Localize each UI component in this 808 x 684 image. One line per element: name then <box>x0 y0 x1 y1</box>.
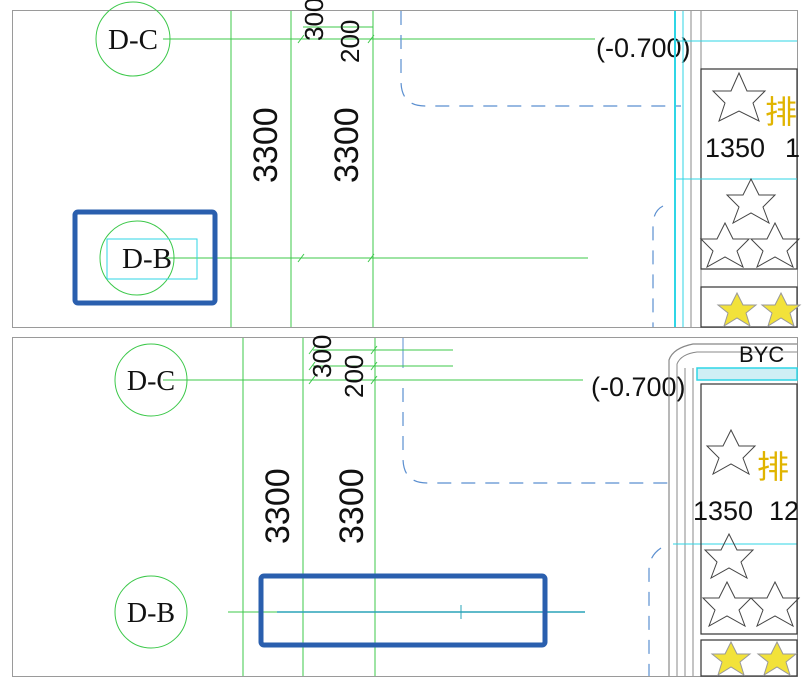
dashed-boundary <box>648 547 662 676</box>
dimension-label: 3300 <box>333 468 371 544</box>
axis-bubble <box>95 1 171 77</box>
axis-bubble <box>114 575 188 649</box>
width-label-partial: 1 <box>785 133 800 163</box>
dimension-label: 200 <box>335 20 365 63</box>
selection-box <box>106 238 198 280</box>
width-label-partial: 12 <box>769 496 799 526</box>
star-pattern <box>760 291 802 328</box>
star-pattern <box>710 640 752 677</box>
highlight-box <box>72 209 218 306</box>
dim-ticks <box>297 34 375 263</box>
corner-code: BYC <box>739 342 784 367</box>
star-pattern <box>699 221 751 269</box>
star-pattern <box>705 428 757 476</box>
axis-label-db: D-B <box>122 243 172 275</box>
star-pattern <box>725 177 777 225</box>
axis-bubble <box>114 343 188 417</box>
drawing-canvas-top[interactable]: D-C D-B 3300 3300 300 200 (-0.700) 1350 … <box>13 0 802 328</box>
star-pattern <box>749 580 801 628</box>
dimension-label: 3300 <box>247 107 285 183</box>
dimension-label: 3300 <box>259 468 297 544</box>
star-pattern <box>756 640 798 677</box>
star-pattern <box>716 291 758 328</box>
width-label: 1350 <box>705 133 765 163</box>
axis-label-dc: D-C <box>127 366 175 397</box>
elevation-label: (-0.700) <box>596 33 691 63</box>
dashed-boundary <box>652 205 664 327</box>
structure-edge <box>676 351 797 676</box>
star-pattern <box>703 532 755 580</box>
drawing-canvas-bottom[interactable]: D-C D-B 3300 3300 300 200 (-0.700) 1350 … <box>13 335 801 677</box>
cjk-label: 排 <box>765 93 797 131</box>
dimension-label: 3300 <box>328 107 366 183</box>
highlight-box <box>258 573 548 648</box>
stair-cap <box>696 367 798 381</box>
structure-edge <box>668 343 797 676</box>
cjk-label: 排 <box>757 448 789 486</box>
star-pattern <box>701 580 753 628</box>
dashed-boundary <box>400 11 681 107</box>
width-label: 1350 <box>693 496 753 526</box>
star-pattern <box>711 71 767 122</box>
dashed-boundary <box>402 388 677 484</box>
axis-label-db: D-B <box>127 598 175 629</box>
axis-bubble <box>99 220 175 296</box>
dimension-label: 200 <box>339 355 369 398</box>
dim-ticks <box>308 345 378 385</box>
cad-viewport-bottom[interactable]: D-C D-B 3300 3300 300 200 (-0.700) 1350 … <box>12 335 801 677</box>
cursor-crosshair <box>454 605 468 619</box>
star-pattern <box>749 221 801 269</box>
stair-block <box>700 68 798 270</box>
elevation-label: (-0.700) <box>591 372 686 402</box>
stair-block <box>700 639 798 677</box>
dimension-label: 300 <box>307 335 337 378</box>
stair-block <box>700 383 798 635</box>
axis-label-dc: D-C <box>108 24 158 56</box>
cad-viewport-top[interactable]: D-C D-B 3300 3300 300 200 (-0.700) 1350 … <box>12 0 802 328</box>
dimension-label: 300 <box>299 0 329 41</box>
